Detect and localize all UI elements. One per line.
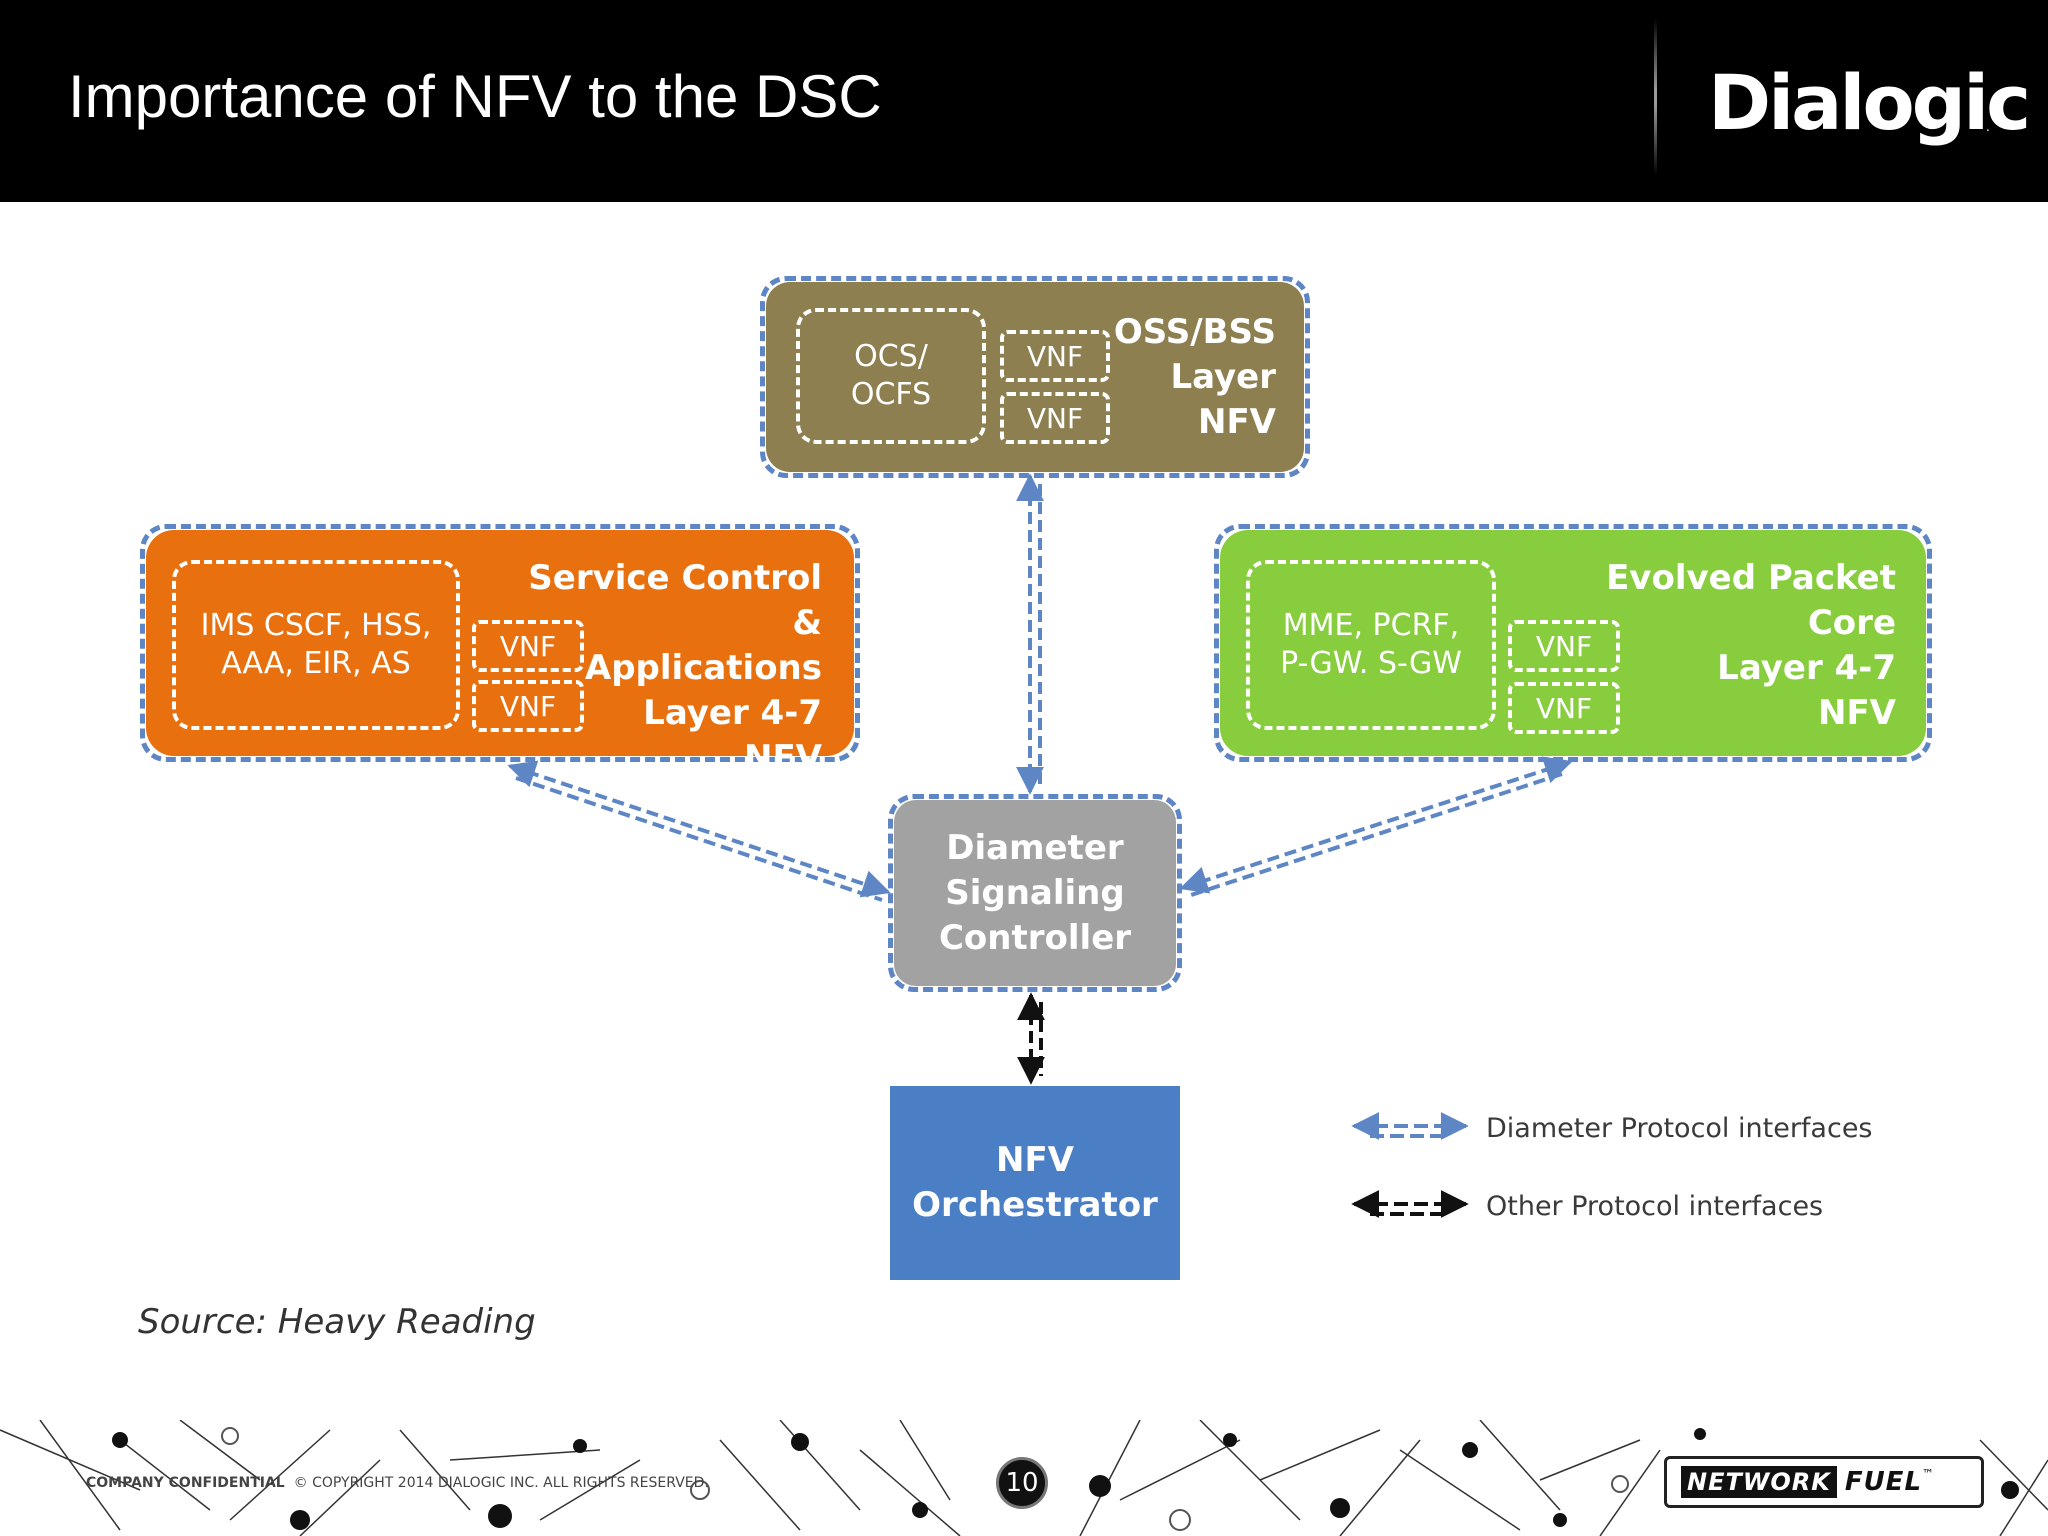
legend-other-arrow (1351, 1190, 1469, 1218)
service-vnf-1: VNF (472, 620, 584, 672)
dialogic-logo: Dialogic (1708, 58, 2031, 147)
footer-confidential: COMPANY CONFIDENTIAL (86, 1475, 285, 1491)
network-fuel-trademark: ™ (1922, 1467, 1935, 1481)
oss-vnf-2: VNF (1000, 392, 1110, 444)
nfv-orchestrator-label: NFV Orchestrator (912, 1140, 1158, 1225)
legend-diameter-label: Diameter Protocol interfaces (1486, 1113, 1873, 1144)
service-vnf-2: VNF (472, 680, 584, 732)
legend-other-label: Other Protocol interfaces (1486, 1191, 1824, 1222)
slide-header (0, 0, 2048, 202)
oss-dsc-connector (1016, 473, 1044, 795)
network-fuel-logo: NETWORK FUEL ™ (1664, 1456, 1984, 1508)
service-dsc-connector (507, 760, 891, 902)
oss-vnf-1: VNF (1000, 330, 1110, 382)
epc-label: Evolved Packet Core Layer 4-7 NFV (1606, 558, 1896, 733)
epc-mme-node: MME, PCRF, P-GW. S-GW (1246, 560, 1496, 730)
footer-copyright-text: © COPYRIGHT 2014 DIALOGIC INC. ALL RIGHT… (293, 1475, 709, 1491)
dsc-label: Diameter Signaling Controller (938, 828, 1132, 958)
service-control-box (146, 530, 854, 756)
service-control-label: Service Control & Applications Layer 4-7… (528, 558, 822, 778)
nfv-orchestrator-box (890, 1086, 1180, 1280)
service-ims-node: IMS CSCF, HSS, AAA, EIR, AS (172, 560, 460, 730)
dsc-outline (888, 794, 1182, 992)
dsc-box (894, 800, 1176, 986)
network-fuel-logo-part-a: NETWORK (1681, 1466, 1837, 1498)
service-control-outline (140, 524, 860, 762)
slide-title: Importance of NFV to the DSC (68, 63, 882, 130)
legend-diameter-arrow (1351, 1112, 1469, 1140)
source-caption: Source: Heavy Reading (138, 1302, 536, 1342)
oss-ocs-node: OCS/ OCFS (796, 308, 986, 444)
footer-copyright: COMPANY CONFIDENTIAL © COPYRIGHT 2014 DI… (86, 1475, 709, 1491)
network-fuel-logo-part-b: FUEL (1844, 1467, 1923, 1497)
epc-outline (1214, 524, 1932, 762)
oss-bss-label: OSS/BSS Layer NFV (1113, 312, 1276, 442)
epc-vnf-1: VNF (1508, 620, 1620, 672)
epc-dsc-connector (1179, 756, 1573, 898)
dsc-orchestrator-connector (1017, 992, 1045, 1085)
page-number: 10 (996, 1457, 1048, 1509)
epc-box (1220, 530, 1926, 756)
epc-vnf-2: VNF (1508, 682, 1620, 734)
oss-bss-outline (760, 276, 1310, 478)
footer-network-pattern (0, 1420, 2048, 1536)
header-divider (1654, 18, 1657, 176)
dialogic-logo-mark: . (1986, 120, 1990, 134)
